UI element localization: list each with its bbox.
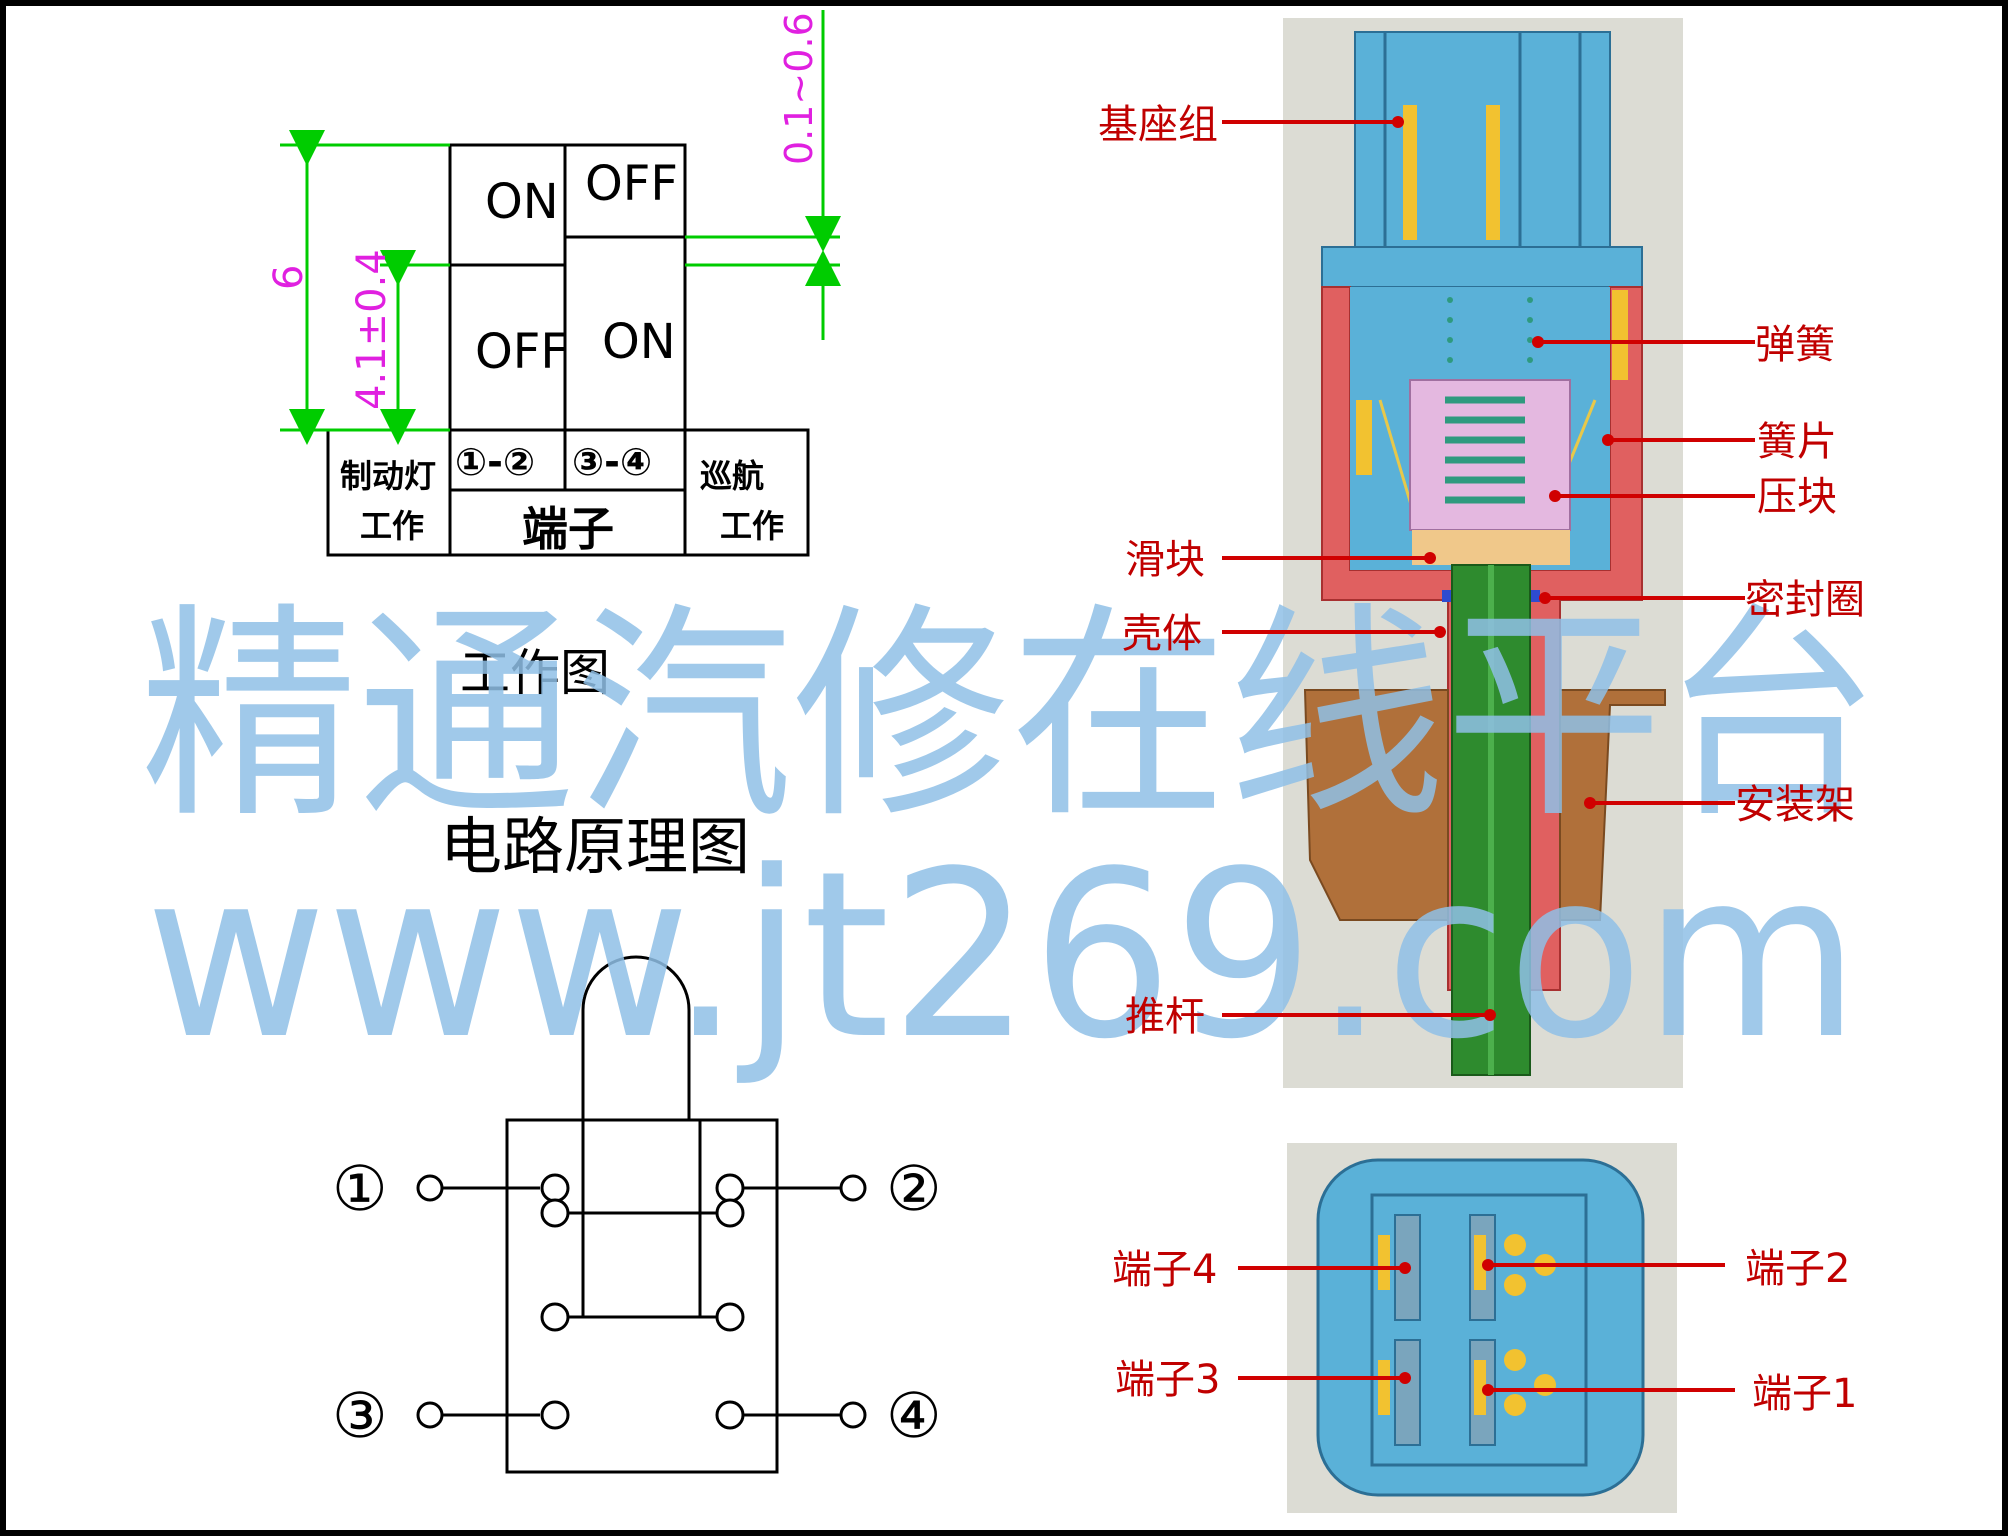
- label-terminal-1: 端子1: [1752, 1371, 1857, 1417]
- dimension-lower: 4.1±0.4: [349, 249, 395, 410]
- label-push-rod: 推杆: [1125, 994, 1205, 1040]
- label-press-block: 压块: [1757, 474, 1837, 520]
- label-seal-ring: 密封圈: [1745, 577, 1865, 623]
- circuit-terminal-3: ③: [332, 1379, 388, 1452]
- circuit-terminal-4: ④: [886, 1379, 942, 1452]
- connector-end-view: [1287, 1143, 1677, 1513]
- watermark: 精通汽修在线平台 www.jt269.com: [140, 583, 1880, 1090]
- state-col1-top: ON: [485, 174, 559, 230]
- label-mounting-bracket: 安装架: [1735, 782, 1855, 828]
- terminal-pair-2: ③-④: [572, 440, 652, 484]
- label-terminal-2: 端子2: [1745, 1246, 1850, 1292]
- part-callouts: 基座组 弹簧 簧片 压块 滑块 密封圈 壳体 安装架 推杆 端子4 端子2 端子…: [1098, 102, 1865, 1417]
- cruise-work-label: 工作: [720, 507, 784, 545]
- working-diagram-title: 工作图: [460, 644, 610, 702]
- dimension-total: 6: [266, 265, 312, 290]
- watermark-line-2: www.jt269.com: [145, 823, 1860, 1090]
- dimension-gap: 0.1~0.6: [777, 12, 821, 165]
- brake-light-work-label: 工作: [360, 507, 424, 545]
- label-housing: 壳体: [1122, 611, 1202, 657]
- circuit-terminal-1: ①: [332, 1152, 388, 1225]
- state-col2-top: OFF: [585, 156, 678, 212]
- circuit-diagram-title: 电路原理图: [440, 810, 750, 883]
- label-spring: 弹簧: [1755, 322, 1835, 368]
- watermark-line-1: 精通汽修在线平台: [140, 583, 1880, 849]
- label-terminal-3: 端子3: [1115, 1357, 1220, 1403]
- terminal-caption: 端子: [522, 502, 614, 556]
- state-col2-bottom: ON: [602, 314, 676, 370]
- cruise-label: 巡航: [700, 457, 764, 495]
- working-diagram: 6 4.1±0.4 0.1~0.6 ON OFF OFF ON 制动灯 工作 ①…: [266, 10, 841, 702]
- switch-cross-section: [1283, 18, 1683, 1088]
- label-slider: 滑块: [1125, 537, 1205, 583]
- label-base-assembly: 基座组: [1098, 102, 1218, 148]
- circuit-diagram: 电路原理图 ① ② ③ ④: [332, 810, 942, 1474]
- brake-light-label: 制动灯: [340, 457, 436, 495]
- terminal-pair-1: ①-②: [455, 440, 535, 484]
- label-reed: 簧片: [1757, 419, 1837, 465]
- label-terminal-4: 端子4: [1112, 1247, 1217, 1293]
- state-col1-bottom: OFF: [475, 324, 568, 380]
- circuit-terminal-2: ②: [886, 1152, 942, 1225]
